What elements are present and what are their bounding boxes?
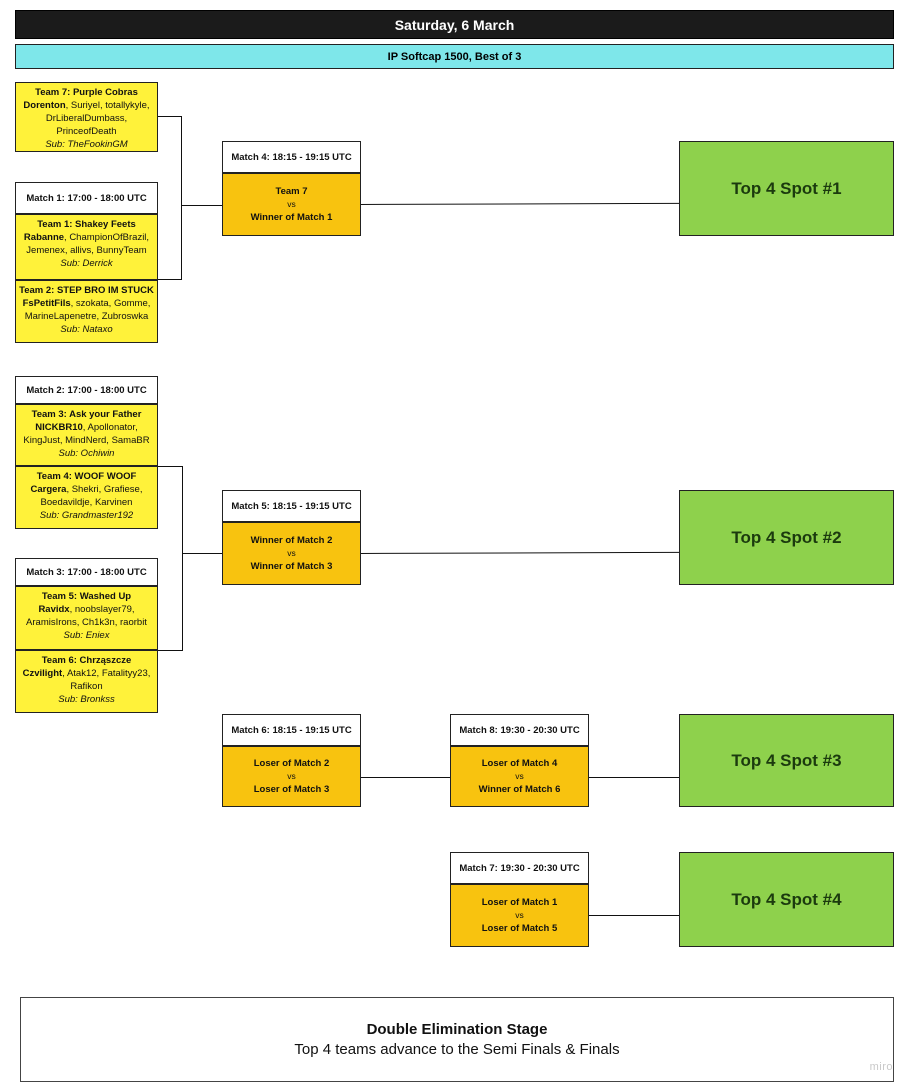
match-6-body: Loser of Match 2 vs Loser of Match 3 bbox=[222, 746, 361, 807]
match-side-b: Loser of Match 3 bbox=[253, 784, 330, 795]
top4-spot-2: Top 4 Spot #2 bbox=[679, 490, 894, 585]
team-name: Team 5: Washed Up bbox=[41, 591, 132, 602]
match-3-header: Match 3: 17:00 - 18:00 UTC bbox=[15, 558, 158, 586]
match-5-body: Winner of Match 2 vs Winner of Match 3 bbox=[222, 522, 361, 585]
match-8-header: Match 8: 19:30 - 20:30 UTC bbox=[450, 714, 589, 746]
connector-line bbox=[588, 777, 680, 778]
team-captain: NICKBR10 bbox=[35, 422, 83, 433]
match-6-header: Match 6: 18:15 - 19:15 UTC bbox=[222, 714, 361, 746]
match-5-header: Match 5: 18:15 - 19:15 UTC bbox=[222, 490, 361, 522]
team-sub: Sub: Derrick bbox=[60, 258, 113, 269]
vs-label: vs bbox=[287, 199, 296, 209]
team-sub: Sub: Grandmaster192 bbox=[39, 510, 134, 521]
match-side-b: Loser of Match 5 bbox=[481, 923, 558, 934]
connector-line bbox=[588, 915, 680, 916]
connector-line bbox=[182, 553, 223, 554]
team-name: Team 4: WOOF WOOF bbox=[36, 471, 137, 482]
team-name: Team 2: STEP BRO IM STUCK bbox=[19, 285, 154, 296]
vs-label: vs bbox=[515, 771, 524, 781]
team-card-team-2: Team 2: STEP BRO IM STUCK FsPetitFils, s… bbox=[15, 280, 158, 343]
team-card-team-1: Team 1: Shakey Feets Rabanne, ChampionOf… bbox=[15, 214, 158, 280]
team-sub: Sub: Ochiwin bbox=[58, 448, 115, 459]
connector-line bbox=[359, 202, 680, 205]
team-captain: Czvilight bbox=[22, 668, 63, 679]
team-name: Team 7: Purple Cobras bbox=[35, 87, 138, 98]
match-1-header: Match 1: 17:00 - 18:00 UTC bbox=[15, 182, 158, 214]
team-sub: Sub: Bronkss bbox=[58, 694, 115, 705]
match-side-a: Loser of Match 4 bbox=[481, 758, 558, 769]
match-side-b: Winner of Match 3 bbox=[250, 561, 333, 572]
connector-line bbox=[157, 466, 182, 467]
vs-label: vs bbox=[287, 771, 296, 781]
connector-line bbox=[157, 279, 182, 280]
match-2-header: Match 2: 17:00 - 18:00 UTC bbox=[15, 376, 158, 404]
vs-label: vs bbox=[287, 548, 296, 558]
top4-spot-4: Top 4 Spot #4 bbox=[679, 852, 894, 947]
vs-label: vs bbox=[515, 910, 524, 920]
connector-line bbox=[181, 116, 182, 279]
connector-line bbox=[359, 551, 680, 554]
match-side-a: Team 7 bbox=[275, 186, 308, 197]
stage-title: Double Elimination Stage bbox=[366, 1021, 548, 1038]
match-4-body: Team 7 vs Winner of Match 1 bbox=[222, 173, 361, 236]
team-captain: Rabanne bbox=[23, 232, 65, 243]
team-captain: Dorenton bbox=[23, 100, 66, 111]
match-side-a: Winner of Match 2 bbox=[250, 535, 333, 546]
page-title: Saturday, 6 March bbox=[15, 10, 894, 39]
page-subtitle: IP Softcap 1500, Best of 3 bbox=[15, 44, 894, 69]
miro-watermark: miro bbox=[869, 1061, 893, 1073]
team-captain: Cargera bbox=[30, 484, 67, 495]
team-members: , szokata, Gomme, MarineLapenetre, Zubro… bbox=[24, 298, 151, 322]
match-7-header: Match 7: 19:30 - 20:30 UTC bbox=[450, 852, 589, 884]
match-side-a: Loser of Match 1 bbox=[481, 897, 558, 908]
match-8-body: Loser of Match 4 vs Winner of Match 6 bbox=[450, 746, 589, 807]
match-side-b: Winner of Match 1 bbox=[250, 212, 333, 223]
team-captain: FsPetitFils bbox=[22, 298, 71, 309]
connector-line bbox=[181, 205, 223, 206]
team-members: , ChampionOfBrazil, Jemenex, allivs, Bun… bbox=[26, 232, 150, 256]
match-side-a: Loser of Match 2 bbox=[253, 758, 330, 769]
top4-spot-3: Top 4 Spot #3 bbox=[679, 714, 894, 807]
team-card-team-3: Team 3: Ask your Father NICKBR10, Apollo… bbox=[15, 404, 158, 466]
team-sub: Sub: Eniex bbox=[63, 630, 110, 641]
team-members: , Apollonator, KingJust, MindNerd, SamaB… bbox=[23, 422, 150, 446]
team-sub: Sub: Nataxo bbox=[60, 324, 113, 335]
match-side-b: Winner of Match 6 bbox=[478, 784, 561, 795]
team-members: , noobslayer79, AramisIrons, Ch1k3n, rao… bbox=[26, 604, 147, 628]
stage-info-box: Double Elimination Stage Top 4 teams adv… bbox=[20, 997, 894, 1082]
team-name: Team 1: Shakey Feets bbox=[37, 219, 136, 230]
team-members: , Shekri, Grafiese, Boedavildje, Karvine… bbox=[40, 484, 143, 508]
team-sub: Sub: TheFookinGM bbox=[45, 139, 128, 150]
connector-line bbox=[157, 116, 181, 117]
match-4-header: Match 4: 18:15 - 19:15 UTC bbox=[222, 141, 361, 173]
team-name: Team 3: Ask your Father bbox=[31, 409, 142, 420]
team-name: Team 6: Chrząszcze bbox=[41, 655, 132, 666]
team-captain: Ravidx bbox=[38, 604, 70, 615]
stage-description: Top 4 teams advance to the Semi Finals &… bbox=[294, 1041, 620, 1058]
connector-line bbox=[360, 777, 451, 778]
team-members: , Suriyel, totallykyle, DrLiberalDumbass… bbox=[45, 100, 150, 137]
team-card-team-4: Team 4: WOOF WOOF Cargera, Shekri, Grafi… bbox=[15, 466, 158, 529]
team-members: , Atak12, Fatalityy23, Rafikon bbox=[62, 668, 151, 692]
connector-line bbox=[157, 650, 183, 651]
team-card-team-5: Team 5: Washed Up Ravidx, noobslayer79, … bbox=[15, 586, 158, 650]
connector-line bbox=[182, 466, 183, 650]
team-card-team-7: Team 7: Purple Cobras Dorenton, Suriyel,… bbox=[15, 82, 158, 152]
match-7-body: Loser of Match 1 vs Loser of Match 5 bbox=[450, 884, 589, 947]
team-card-team-6: Team 6: Chrząszcze Czvilight, Atak12, Fa… bbox=[15, 650, 158, 713]
top4-spot-1: Top 4 Spot #1 bbox=[679, 141, 894, 236]
